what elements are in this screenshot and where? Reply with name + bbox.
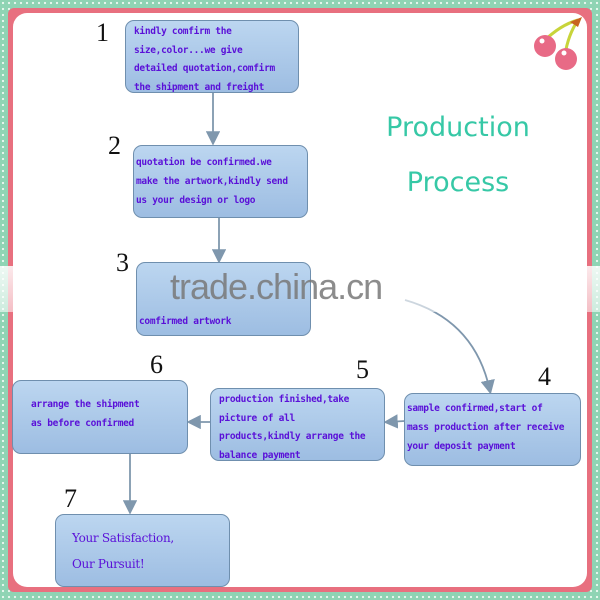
step-number-1: 1: [96, 18, 109, 47]
step-1-line: kindly comfirm the: [134, 26, 232, 37]
arrow-3-4: [404, 299, 495, 395]
step-7-line: Our Pursuit!: [72, 557, 145, 571]
step-4-line: sample confirmed,start of: [407, 403, 543, 414]
step-5-line: picture of all: [219, 412, 295, 424]
step-number-4: 4: [538, 362, 551, 391]
step-4-line: mass production after receive: [407, 422, 565, 433]
watermark: trade.china.cn: [170, 266, 383, 307]
step-1-line: size,color...we give: [134, 44, 243, 56]
arrow-4-5: [383, 414, 406, 429]
title-line-2: Process: [406, 167, 510, 198]
title-line-1: Production: [386, 112, 530, 143]
cherry-icon: [534, 17, 582, 70]
step-5-line: production finished,take: [219, 394, 350, 405]
step-6-line: arrange the shipment: [31, 399, 140, 410]
step-box-2: quotation be confirmed.we make the artwo…: [133, 145, 308, 218]
step-2-line: make the artwork,kindly send: [136, 176, 288, 187]
step-box-7: Your Satisfaction, Our Pursuit!: [55, 514, 230, 587]
step-number-2: 2: [108, 131, 121, 160]
step-number-3: 3: [116, 248, 129, 277]
step-2-line: us your design or logo: [136, 195, 256, 206]
step-1-line: the shipment and freight: [134, 81, 265, 93]
step-box-5: production finished,take picture of all …: [210, 388, 385, 461]
step-5-line: products,kindly arrange the: [219, 431, 366, 442]
step-box-4: sample confirmed,start of mass productio…: [404, 393, 581, 466]
step-box-6: arrange the shipment as before confirmed: [12, 380, 188, 454]
step-3-line: comfirmed artwork: [139, 316, 232, 327]
step-5-line: balance payment: [219, 449, 301, 461]
step-number-6: 6: [150, 350, 163, 379]
step-number-5: 5: [356, 355, 369, 384]
step-2-line: quotation be confirmed.we: [136, 157, 272, 168]
step-6-line: as before confirmed: [31, 418, 134, 429]
step-box-1: kindly comfirm the size,color...we give …: [125, 20, 299, 93]
step-1-line: detailed quotation,comfirm: [134, 63, 275, 74]
step-7-line: Your Satisfaction,: [72, 531, 174, 545]
step-number-7: 7: [64, 484, 77, 513]
step-4-line: your deposit payment: [407, 441, 516, 452]
